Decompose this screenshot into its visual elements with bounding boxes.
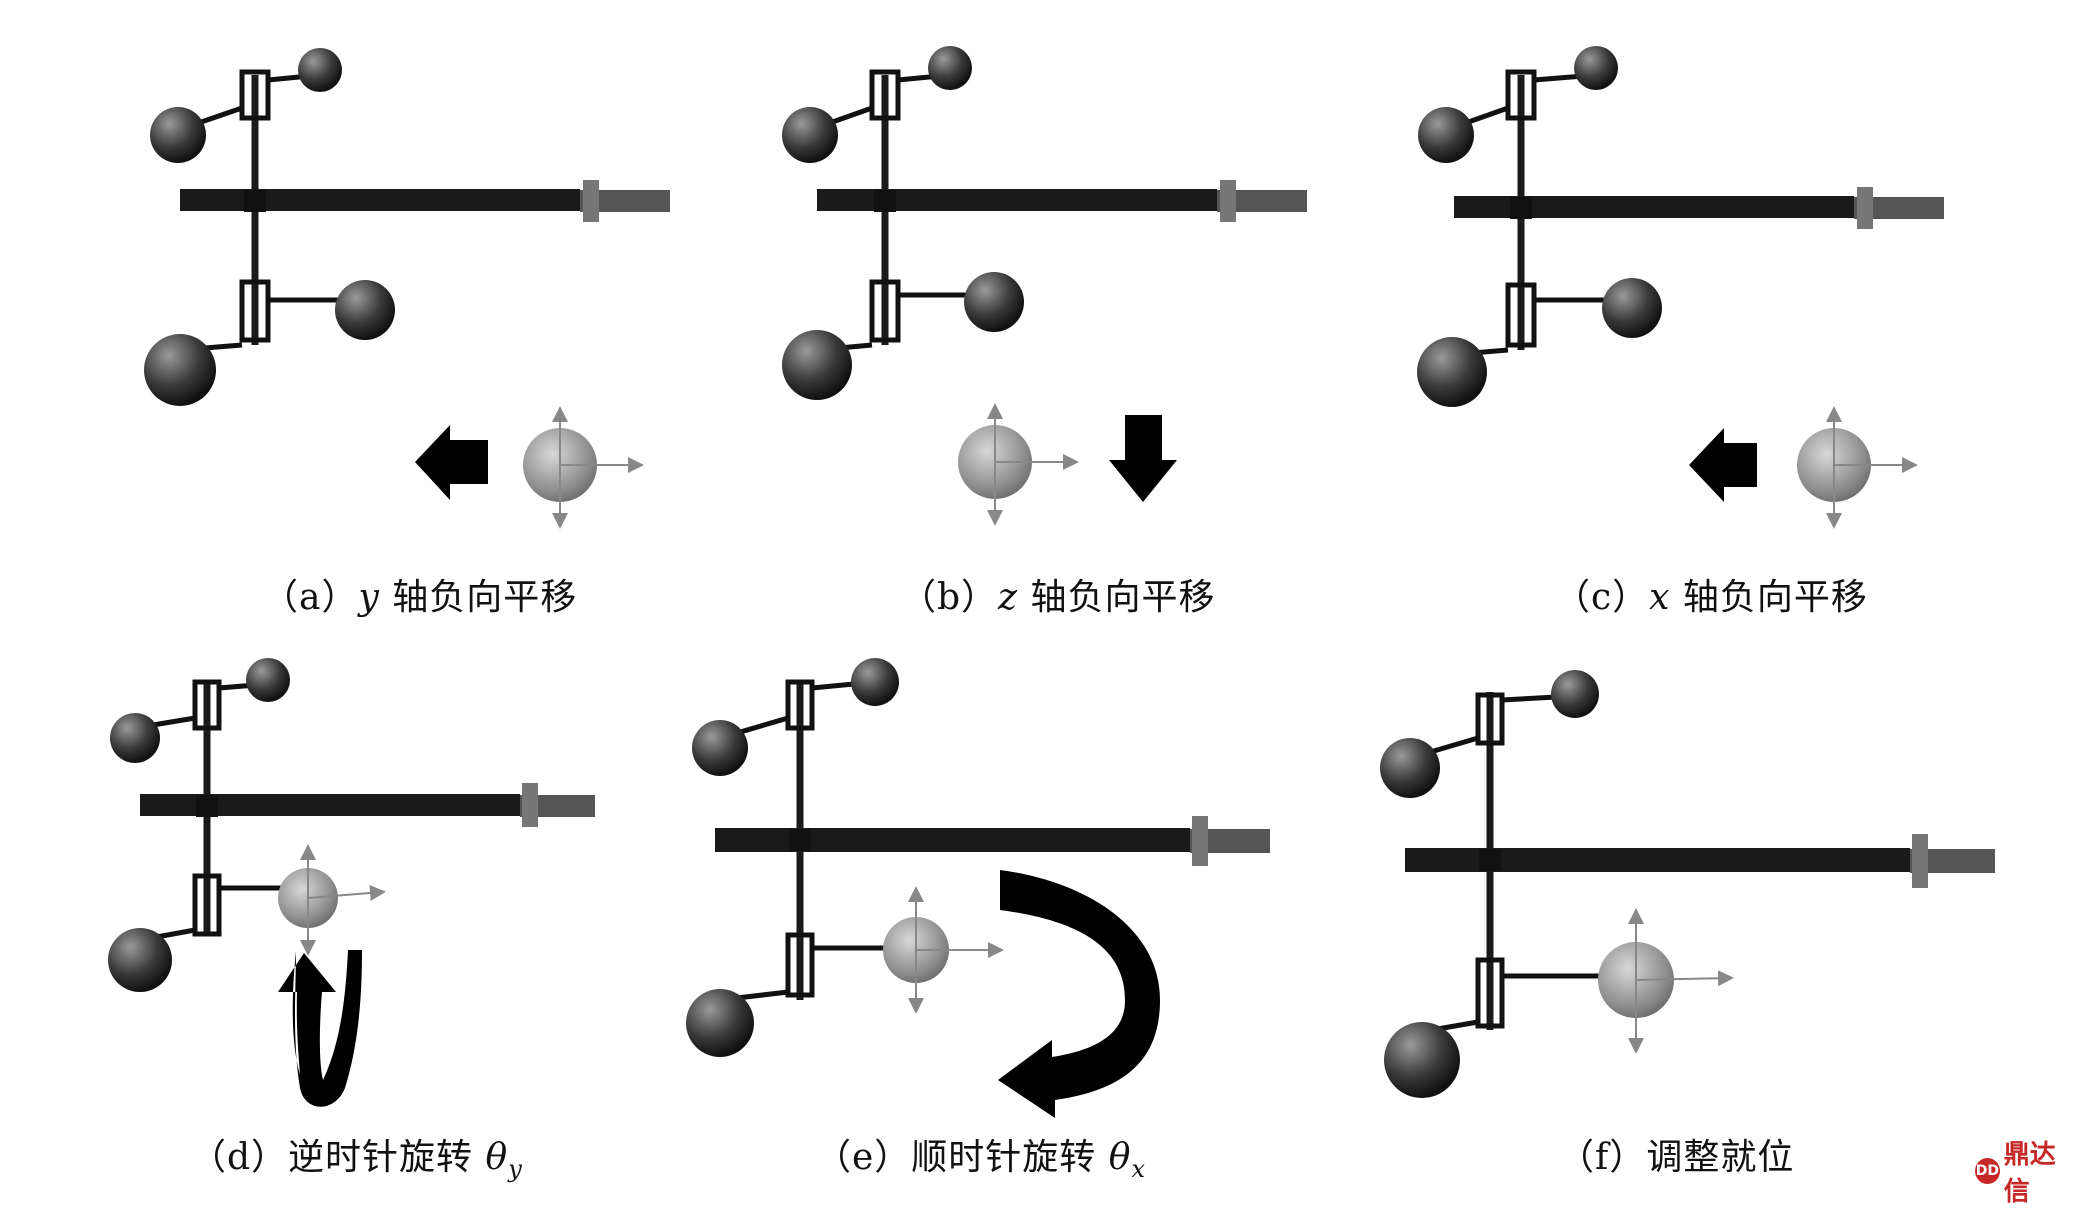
mechanism-f bbox=[1380, 670, 1995, 1098]
caption-a: （a）y 轴负向平移 bbox=[262, 577, 578, 618]
mechanism-b bbox=[782, 46, 1307, 526]
mechanism-a bbox=[144, 48, 670, 529]
rotate-cw-icon bbox=[998, 870, 1160, 1118]
panel-b: （b）z 轴负向平移 bbox=[692, 0, 1384, 620]
caption-e: （e）顺时针旋转 θx bbox=[815, 1137, 1146, 1184]
mechanism-d bbox=[108, 658, 595, 1107]
arrow-left-icon bbox=[1689, 428, 1757, 502]
logo-text: 鼎达信 bbox=[2003, 1140, 2056, 1207]
logo-icon: DD bbox=[1975, 1158, 2000, 1184]
watermark-logo: DD 鼎达信 bbox=[1975, 1140, 2078, 1207]
caption-b: （b）z 轴负向平移 bbox=[900, 577, 1216, 618]
panel-a: （a）y 轴负向平移 bbox=[0, 0, 692, 620]
panel-f: （f）调整就位 bbox=[1350, 620, 2078, 1194]
mechanism-e bbox=[686, 658, 1270, 1118]
caption-c: （c）x 轴负向平移 bbox=[1554, 577, 1868, 618]
rotate-ccw-icon bbox=[278, 950, 362, 1107]
caption-d: （d）逆时针旋转 θy bbox=[190, 1137, 523, 1184]
panel-c: （c）x 轴负向平移 bbox=[1384, 0, 2078, 620]
arrow-down-icon bbox=[1109, 415, 1177, 502]
caption-f: （f）调整就位 bbox=[1558, 1137, 1795, 1178]
arrow-left-icon bbox=[415, 425, 488, 500]
mechanism-c bbox=[1417, 46, 1944, 529]
panel-e: （e）顺时针旋转 θx bbox=[620, 620, 1350, 1194]
panel-d: （d）逆时针旋转 θy bbox=[0, 620, 620, 1194]
